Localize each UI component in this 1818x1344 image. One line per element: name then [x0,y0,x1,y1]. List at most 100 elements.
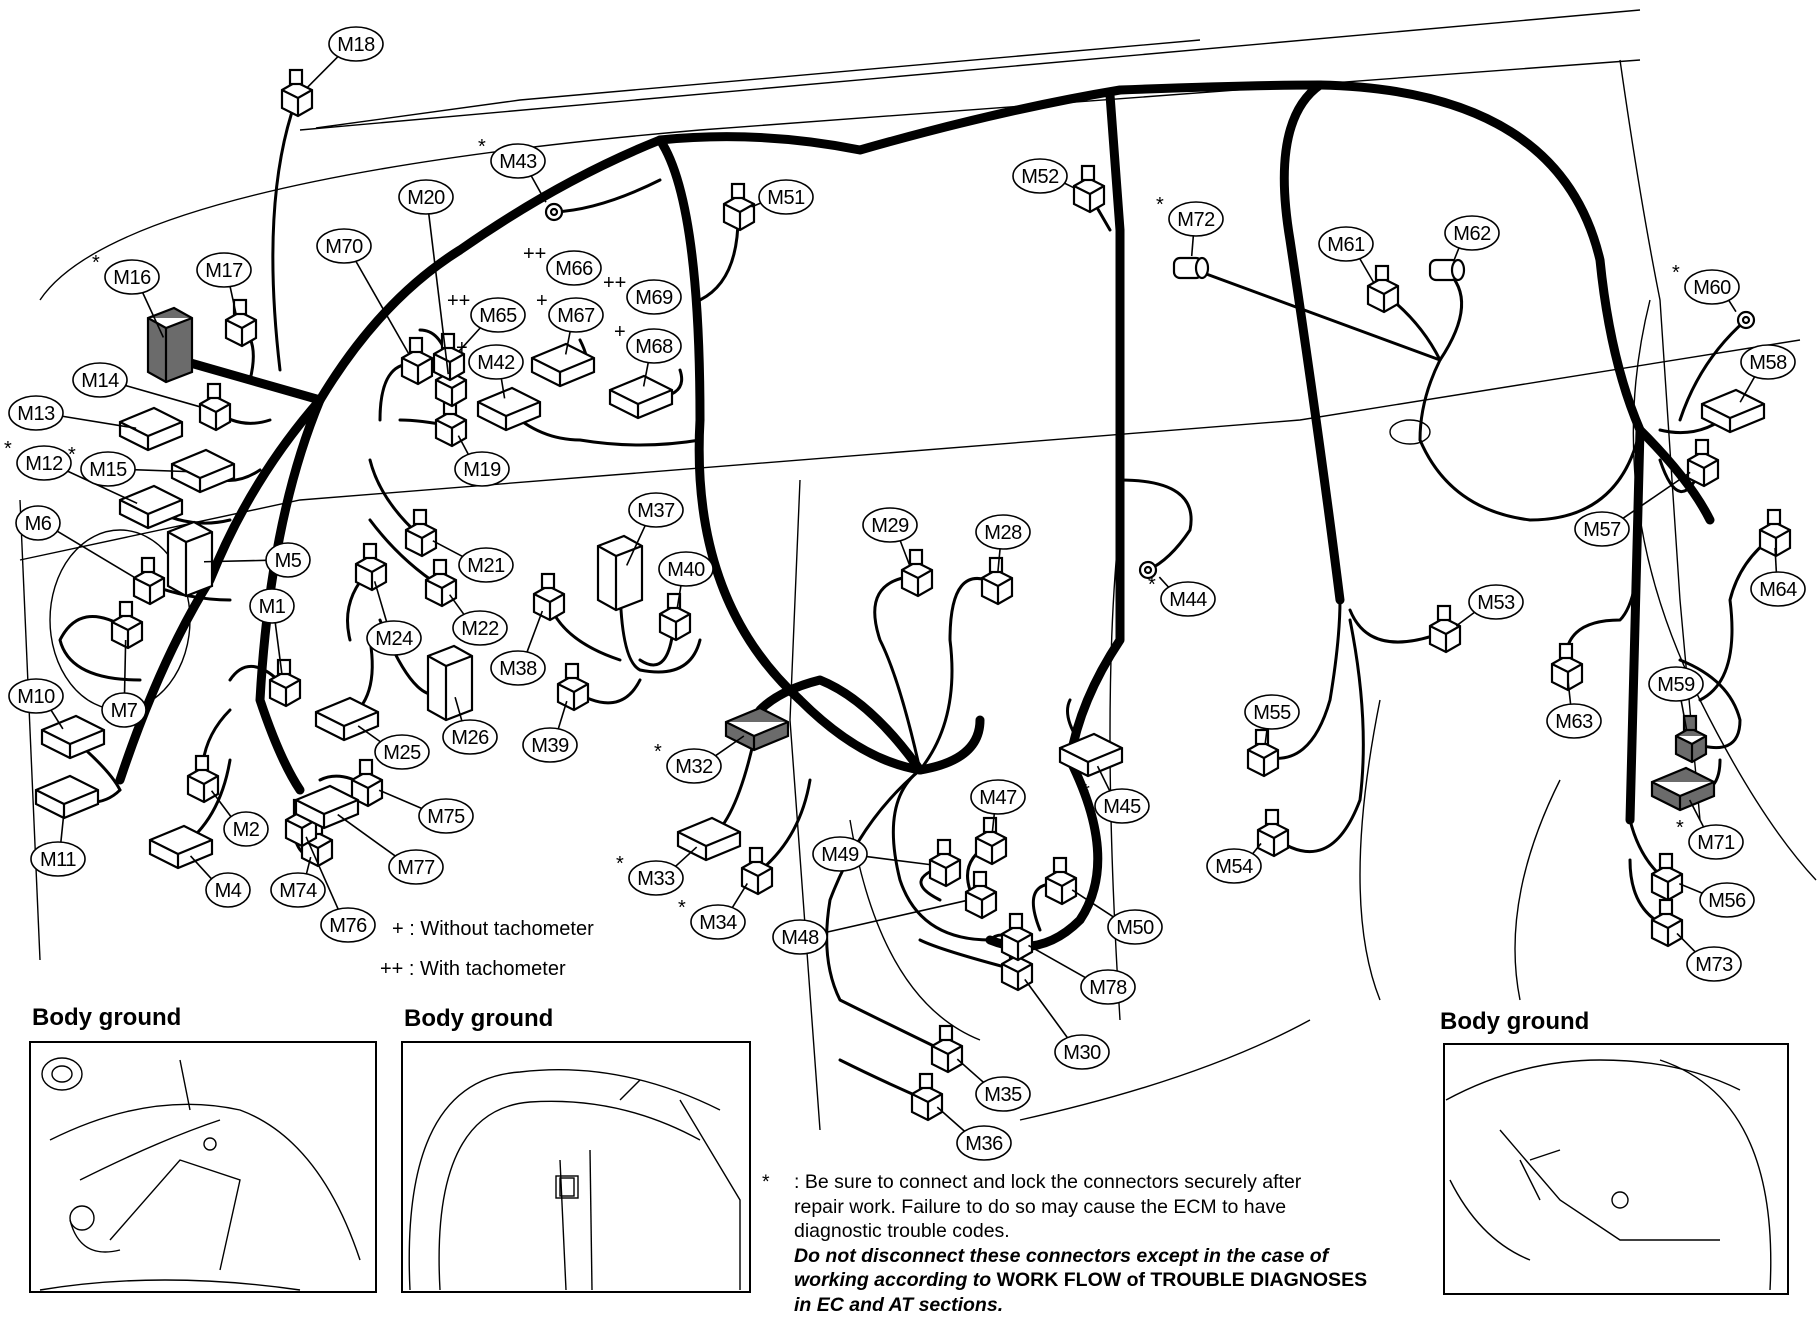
connector-m48-body [964,870,998,920]
leader-m38 [526,610,544,653]
leader-m12 [63,468,138,505]
leader-m50 [1071,889,1117,920]
leader-m16 [141,291,165,338]
body-ground-heading-left: Body ground [32,1004,182,1031]
connector-label-text: M78 [1089,977,1127,999]
connector-m78-label: M78 [1080,969,1136,1005]
connector-label-text: M57 [1583,519,1621,541]
leader-m63 [1567,681,1572,705]
connector-label-text: M76 [329,915,367,937]
leader-m29 [899,539,911,566]
connector-label-text: M1 [259,596,286,618]
connector-label-text: M75 [427,806,465,828]
connector-mark: * [4,438,12,460]
connector-m67-body [530,342,596,388]
connector-label-text: M20 [407,187,445,209]
note-line-1: : Be sure to connect and lock the connec… [794,1171,1302,1193]
connector-label-text: M38 [499,658,537,680]
connector-label-text: M58 [1749,352,1787,374]
leader-m40 [676,585,682,609]
connector-m32-body [724,706,790,752]
connector-m58-label: M58 [1740,344,1796,380]
connector-label-text: M33 [637,868,675,890]
connector-mark: * [68,444,76,466]
connector-label-text: M11 [40,849,76,871]
leader-m64 [1774,547,1778,573]
connector-m63-body [1550,642,1584,692]
note-line-4: Do not disconnect these connectors excep… [794,1244,1329,1267]
leader-m1 [274,622,283,675]
body-ground-heading-middle: Body ground [404,1005,554,1032]
leader-m13 [57,414,137,430]
connector-label-text: M35 [984,1084,1022,1106]
connector-label-text: M45 [1103,796,1141,818]
connector-m12-label: M12* [4,438,72,481]
connector-m6-body [132,556,166,606]
connector-m36-label: M36 [956,1125,1012,1161]
connector-m1-body [268,658,302,708]
connector-label-text: M62 [1453,223,1491,245]
connector-label-text: M59 [1657,674,1695,696]
connector-label-text: M48 [781,927,819,949]
connector-label-text: M28 [984,522,1022,544]
leader-m32 [712,735,745,759]
connector-mark: * [478,136,486,158]
connector-mark: * [1672,262,1680,284]
connector-m45-label: M45 * [1082,781,1150,824]
leader-m22 [449,594,466,617]
leader-m25 [357,725,384,745]
connector-m71-label: M71* [1676,817,1744,860]
connector-label-text: M10 [17,686,55,708]
connector-label-text: M77 [397,857,435,879]
connector-mark: * [1676,817,1684,839]
connector-m57-label: M57 [1574,511,1630,547]
connector-label-text: M47 [979,787,1017,809]
connector-m19-label: M19 [454,451,510,487]
connector-mark: * [1156,194,1164,216]
connector-m24-label: M24 [366,620,422,656]
leader-m10 [49,708,64,730]
connector-label-text: M37 [637,500,675,522]
connector-label-text: M55 [1253,702,1291,724]
leader-m71 [1688,799,1705,829]
connector-m4-label: M4 [205,872,251,908]
leader-m62 [1453,246,1461,261]
connector-m61-body [1366,264,1400,314]
connector-m55-body [1246,728,1280,778]
connector-m37-label: M37 [628,492,684,528]
connector-m77-label: M77 [388,849,444,885]
connector-m25-label: M25 [374,734,430,770]
connector-m62-body [1428,258,1466,282]
connector-m68-body [608,374,674,420]
leader-m26 [454,696,463,722]
note-line-7: in EC and AT sections. [794,1293,1004,1316]
connector-m12-body [118,484,184,530]
connector-m20-label: M20 [398,179,454,215]
connector-mark: + [456,337,468,359]
connector-m48-label: M48 [772,919,828,955]
connector-m42-label: M42+ [456,337,524,380]
connector-label-text: M18 [337,34,375,56]
leader-m65 [457,325,483,353]
connector-m35-label: M35 [975,1076,1031,1112]
connector-label-text: M54 [1215,856,1253,878]
connector-mark: * [678,897,686,919]
connector-m26-label: M26 [442,719,498,755]
connector-m29-label: M29 [862,507,918,543]
connector-m51-label: M51 [758,179,814,215]
connector-m63-label: M63 [1546,703,1602,739]
main-harness [115,80,1715,952]
connector-label-text: M61 [1327,234,1365,256]
connector-m49-body [928,838,962,888]
leader-m70 [354,260,410,355]
connector-label-text: M49 [821,844,859,866]
connector-m2-label: M2 [223,811,269,847]
connector-m43-label: M43* [478,136,546,179]
connector-mark: * [654,741,662,763]
connector-m60-label: M60* [1672,262,1740,305]
connector-m53-label: M53 [1468,584,1524,620]
connector-mark: * [1082,781,1090,803]
leader-m76 [305,836,340,911]
inset-middle [401,1041,751,1293]
